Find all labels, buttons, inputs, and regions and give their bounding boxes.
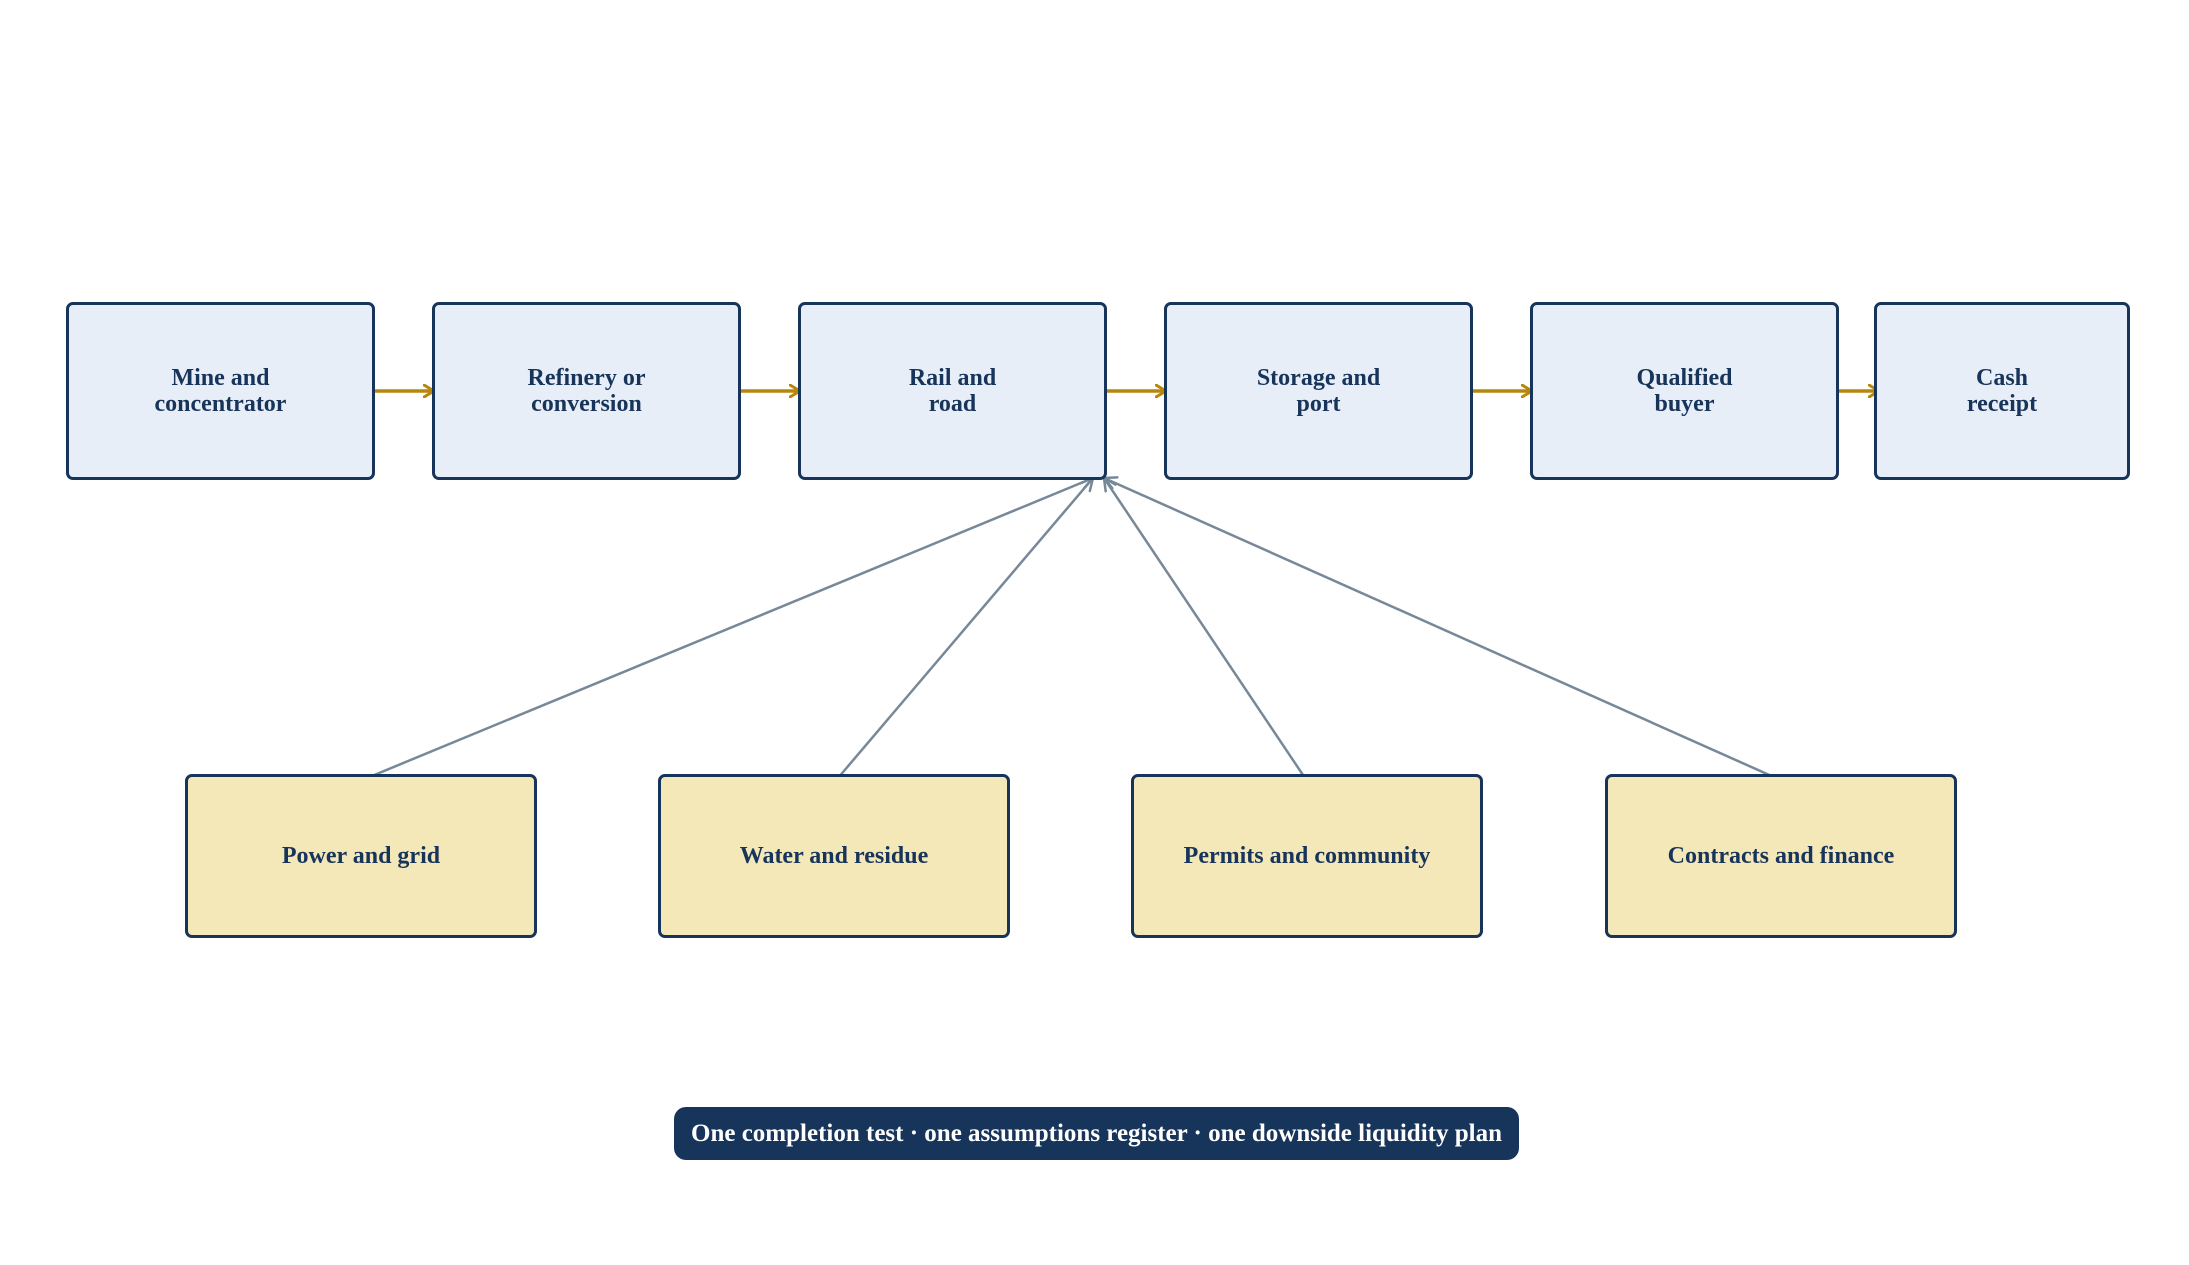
stage-label: Refinery or conversion <box>527 365 646 417</box>
stage-label: Rail and road <box>908 365 997 417</box>
dependency-power-and-grid: Power and grid <box>185 774 537 938</box>
stage-qualified-buyer: Qualified buyer <box>1530 302 1839 480</box>
dependency-arrow-water <box>837 478 1093 779</box>
summary-banner: One completion test · one assumptions re… <box>674 1107 1519 1160</box>
dependency-arrow-contracts <box>1104 478 1777 780</box>
stage-rail-and-road: Rail and road <box>798 302 1107 480</box>
summary-banner-text: One completion test · one assumptions re… <box>691 1119 1502 1147</box>
stage-storage-and-port: Storage and port <box>1164 302 1473 480</box>
stage-cash-receipt: Cash receipt <box>1874 302 2130 480</box>
stage-label: Qualified buyer <box>1636 365 1733 417</box>
dependency-arrow-power <box>366 478 1093 780</box>
dependency-label: Permits and community <box>1183 843 1431 869</box>
dependency-water-and-residue: Water and residue <box>658 774 1010 938</box>
dependency-contracts-and-finance: Contracts and finance <box>1605 774 1957 938</box>
dependency-permits-and-community: Permits and community <box>1131 774 1483 938</box>
dependency-label: Power and grid <box>281 843 441 869</box>
dependency-label: Contracts and finance <box>1667 843 1895 869</box>
stage-label: Mine and concentrator <box>154 365 287 417</box>
stage-mine-and-concentrator: Mine and concentrator <box>66 302 375 480</box>
stage-refinery-or-conversion: Refinery or conversion <box>432 302 741 480</box>
stage-label: Storage and port <box>1256 365 1381 417</box>
dependency-arrow-permits <box>1104 478 1307 779</box>
stage-label: Cash receipt <box>1966 365 2038 417</box>
dependency-label: Water and residue <box>739 843 929 869</box>
